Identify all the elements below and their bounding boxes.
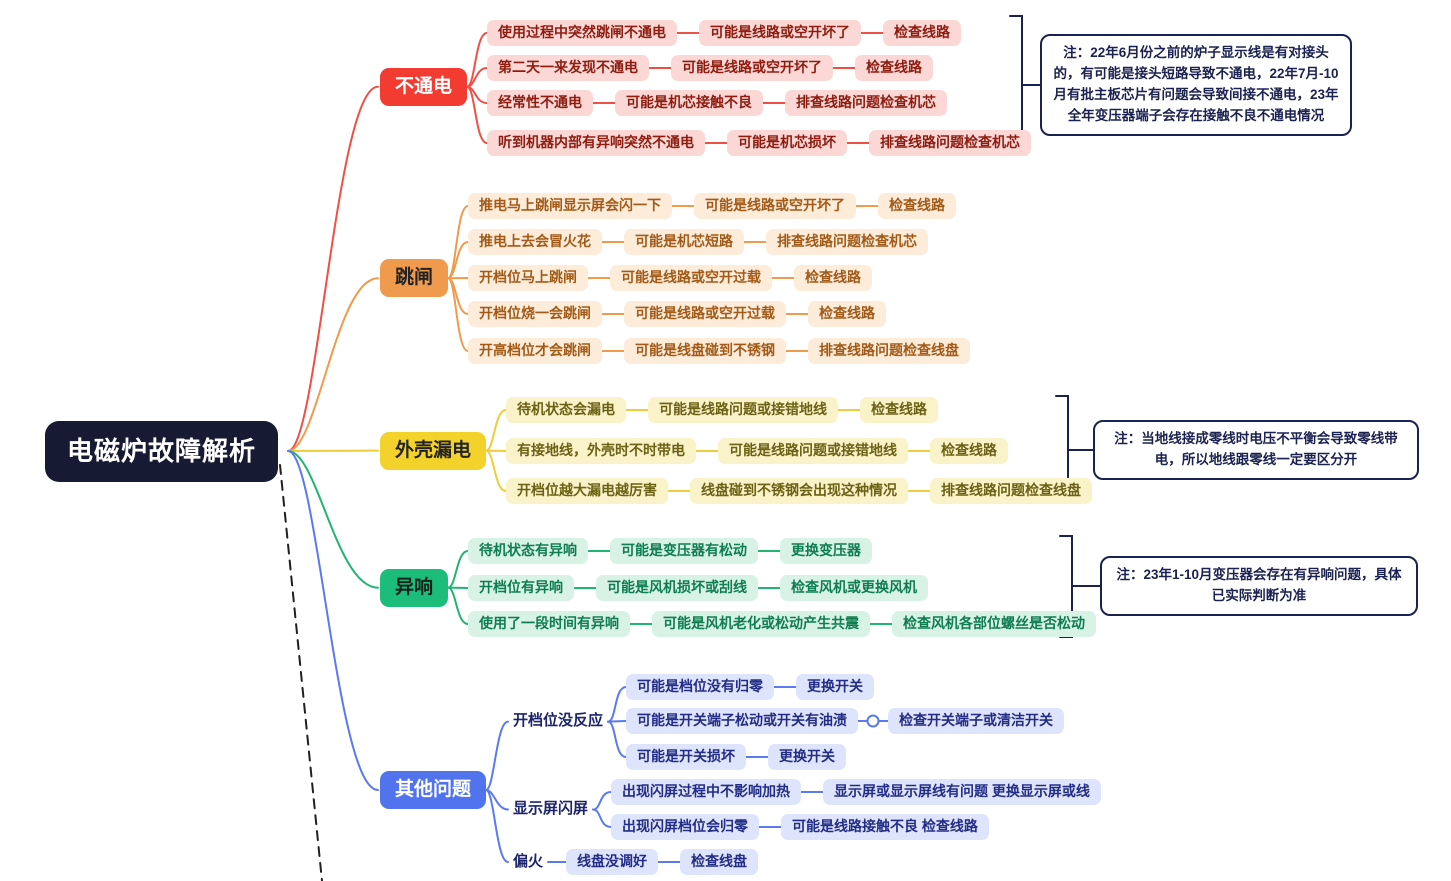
connector-line [287,450,379,589]
leaf-node[interactable]: 可能是线路接触不良 检查线路 [781,814,989,840]
leaf-node[interactable]: 检查线路 [794,265,872,291]
leaf-node[interactable]: 有接地线，外壳时不时带电 [506,438,696,464]
branch-node-no-power[interactable]: 不通电 [380,68,468,106]
sub-branch-node[interactable]: 偏火 [513,853,544,870]
note-box[interactable]: 注：22年6月份之前的炉子显示线是有对接头的，有可能是接头短路导致不通电，22年… [1040,34,1352,136]
leaf-node[interactable]: 可能是变压器有松动 [610,538,758,564]
note-box[interactable]: 注：当地线接成零线时电压不平衡会导致零线带电，所以地线跟零线一定要区分开 [1093,420,1419,480]
connector-line [447,241,469,280]
leaf-node[interactable]: 检查线路 [860,397,938,423]
leaf-node[interactable]: 可能是机芯短路 [624,229,744,255]
leaf-node[interactable]: 检查风机或更换风机 [780,575,928,601]
leaf-node[interactable]: 使用过程中突然跳闸不通电 [487,20,677,46]
leaf-node[interactable]: 检查线路 [883,20,961,46]
connector-line [466,32,488,88]
note-box[interactable]: 注：23年1-10月变压器会存在有异响问题，具体已实际判断为准 [1100,556,1418,616]
leaf-node[interactable]: 线盘没调好 [566,849,658,875]
leaf-node[interactable]: 检查线路 [930,438,1008,464]
connector-line [447,586,469,625]
leaf-node[interactable]: 更换变压器 [780,538,872,564]
leaf-node[interactable]: 检查线路 [855,55,933,81]
leaf-node[interactable]: 开档位烧一会跳闸 [468,301,602,327]
leaf-node[interactable]: 使用了一段时间有异响 [468,611,630,637]
leaf-node[interactable]: 可能是线路或空开过载 [624,301,786,327]
leaf-node[interactable]: 更换开关 [768,744,846,770]
leaf-node[interactable]: 可能是风机损坏或刮线 [596,575,758,601]
leaf-node[interactable]: 检查线路 [878,193,956,219]
leaf-node[interactable]: 开档位越大漏电越厉害 [506,478,668,504]
branch-node-shell-leakage[interactable]: 外壳漏电 [380,432,487,470]
leaf-node[interactable]: 排查线路问题检查线盘 [930,478,1092,504]
leaf-node[interactable]: 可能是线路问题或接错地线 [718,438,908,464]
leaf-node[interactable]: 第二天一来发现不通电 [487,55,649,81]
collapsed-branch-dashed-line [279,464,323,881]
leaf-node[interactable]: 排查线路问题检查机芯 [766,229,928,255]
connector-line [466,85,488,144]
leaf-node[interactable]: 可能是机芯接触不良 [615,90,763,116]
connector-line [592,808,612,828]
leaf-node[interactable]: 排查线路问题检查线盘 [808,338,970,364]
leaf-node[interactable]: 可能是线路或空开坏了 [694,193,856,219]
leaf-node[interactable]: 推电马上跳闸显示屏会闪一下 [468,193,672,219]
connector-line [607,686,627,723]
leaf-node[interactable]: 可能是线路或空开坏了 [671,55,833,81]
connector-line [447,550,469,589]
leaf-node[interactable]: 更换开关 [796,674,874,700]
leaf-node[interactable]: 检查开关端子或清洁开关 [888,708,1064,734]
leaf-node[interactable]: 待机状态有异响 [468,538,588,564]
connector-line [287,277,379,452]
leaf-node[interactable]: 检查线路 [808,301,886,327]
connector-line [485,789,509,863]
connector-line [447,277,469,352]
connector-line [485,449,507,492]
leaf-node[interactable]: 开高档位才会跳闸 [468,338,602,364]
branch-node-trip[interactable]: 跳闸 [380,259,449,297]
leaf-node[interactable]: 出现闪屏过程中不影响加热 [611,779,801,805]
connector-line [592,791,612,811]
leaf-node[interactable]: 可能是风机老化或松动产生共震 [652,611,870,637]
connector-line [607,720,627,723]
leaf-node[interactable]: 排查线路问题检查机芯 [869,130,1031,156]
sub-branch-node[interactable]: 开档位没反应 [513,712,604,729]
leaf-node[interactable]: 可能是开关损坏 [626,744,746,770]
connector-line [287,450,379,791]
branch-node-abnormal-noise[interactable]: 异响 [380,569,449,607]
leaf-node[interactable]: 可能是线盘碰到不锈钢 [624,338,786,364]
leaf-node[interactable]: 开档位马上跳闸 [468,265,588,291]
sub-branch-node[interactable]: 显示屏闪屏 [513,800,589,817]
collapse-circle-icon[interactable] [866,714,880,728]
leaf-node[interactable]: 排查线路问题检查机芯 [785,90,947,116]
leaf-node[interactable]: 可能是档位没有归零 [626,674,774,700]
leaf-node[interactable]: 出现闪屏档位会归零 [611,814,759,840]
leaf-node[interactable]: 可能是线路问题或接错地线 [648,397,838,423]
leaf-node[interactable]: 可能是开关端子松动或开关有油渍 [626,708,858,734]
leaf-node[interactable]: 检查线盘 [680,849,758,875]
connector-line [485,409,507,452]
branch-node-other-issues[interactable]: 其他问题 [380,771,487,809]
leaf-node[interactable]: 可能是线路或空开坏了 [699,20,861,46]
leaf-node[interactable]: 推电上去会冒火花 [468,229,602,255]
root-node[interactable]: 电磁炉故障解析 [45,421,279,482]
leaf-node[interactable]: 检查风机各部位螺丝是否松动 [892,611,1096,637]
leaf-node[interactable]: 可能是机芯损坏 [727,130,847,156]
connector-line [607,720,627,758]
leaf-node[interactable]: 可能是线路或空开过载 [610,265,772,291]
leaf-node[interactable]: 显示屏或显示屏线有问题 更换显示屏或线 [823,779,1101,805]
leaf-node[interactable]: 开档位有异响 [468,575,574,601]
leaf-node[interactable]: 待机状态会漏电 [506,397,626,423]
leaf-node[interactable]: 听到机器内部有异响突然不通电 [487,130,705,156]
connector-line [485,720,509,791]
connector-line [287,85,379,452]
leaf-node[interactable]: 经常性不通电 [487,90,593,116]
leaf-node[interactable]: 线盘碰到不锈钢会出现这种情况 [690,478,908,504]
